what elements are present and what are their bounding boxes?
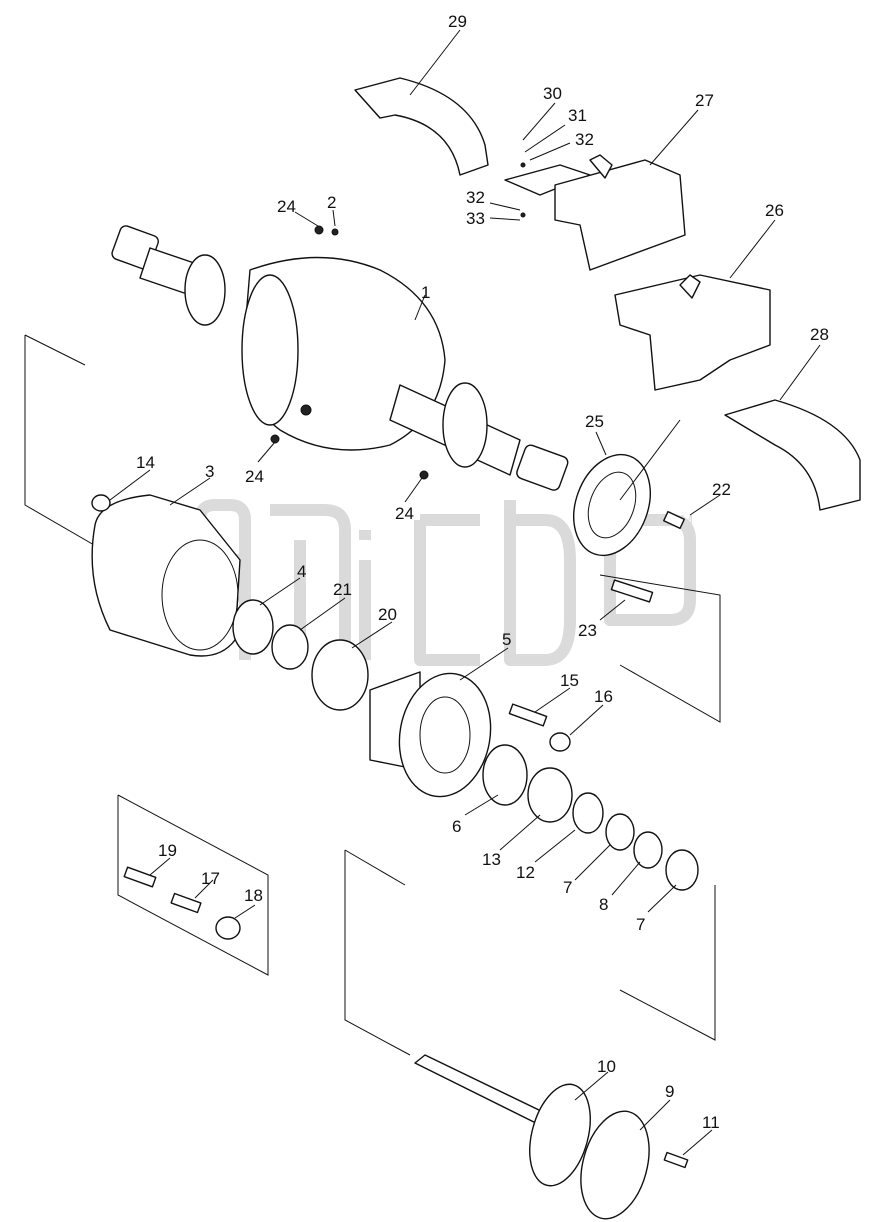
part-nut-7a	[605, 813, 635, 851]
callout-8: 8	[599, 895, 608, 914]
callout-24c: 24	[395, 504, 414, 523]
part-fender-bracket	[614, 274, 771, 391]
callout-11: 11	[702, 1113, 720, 1132]
callout-3: 3	[205, 462, 214, 481]
part-seal	[232, 599, 274, 655]
part-wheel-nut	[549, 732, 571, 752]
callout-5: 5	[502, 630, 511, 649]
callout-7a: 7	[563, 878, 572, 897]
callout-22: 22	[712, 480, 731, 499]
part-washer-12	[572, 792, 604, 834]
callout-21: 21	[333, 580, 352, 599]
part-nut-18	[215, 916, 241, 940]
callout-12: 12	[516, 863, 535, 882]
part-washer-13	[527, 767, 573, 823]
callout-24a: 24	[277, 197, 296, 216]
callout-26: 26	[765, 201, 784, 220]
callout-33: 33	[466, 209, 485, 228]
callout-23: 23	[578, 621, 597, 640]
callout-32a: 32	[575, 130, 594, 149]
part-stud-19	[123, 866, 157, 888]
part-stud-17	[170, 892, 202, 914]
callout-28: 28	[810, 325, 829, 344]
part-ring	[271, 624, 309, 670]
part-bolt-22	[663, 510, 685, 530]
callout-32b: 32	[466, 188, 485, 207]
callout-2: 2	[327, 193, 336, 212]
part-wheel-hub	[369, 671, 492, 798]
part-axle-shaft	[414, 1054, 689, 1220]
callout-18: 18	[244, 886, 263, 905]
callout-31: 31	[568, 106, 587, 125]
part-nut-14	[91, 494, 111, 512]
part-bearing-inner	[311, 639, 369, 711]
callout-16: 16	[594, 687, 613, 706]
part-bolt-23	[610, 579, 654, 603]
callout-24b: 24	[245, 467, 264, 486]
callout-6: 6	[452, 817, 461, 836]
callout-27: 27	[695, 91, 714, 110]
callout-7b: 7	[636, 915, 645, 934]
part-bearing-outer	[482, 744, 528, 806]
part-mud-flap-bracket	[504, 154, 686, 271]
callout-19: 19	[158, 841, 177, 860]
part-brake-assembly	[573, 419, 681, 557]
callout-20: 20	[378, 605, 397, 624]
leader-lines	[109, 29, 821, 1156]
callout-14: 14	[136, 453, 155, 472]
callout-1: 1	[421, 283, 430, 302]
callout-17: 17	[201, 869, 220, 888]
callout-30: 30	[543, 84, 562, 103]
callout-25: 25	[585, 412, 604, 431]
callout-15: 15	[560, 671, 579, 690]
part-axle-housing	[111, 225, 569, 491]
callouts: 1 2 3 4 5 6 7 7 8 9 10 11 12 13 14 15 16…	[136, 12, 829, 1132]
callout-9: 9	[665, 1082, 674, 1101]
part-brake-spider	[91, 494, 241, 657]
callout-4: 4	[297, 562, 306, 581]
callout-10: 10	[597, 1057, 616, 1076]
part-wheel-stud	[508, 703, 548, 727]
part-fender-lower	[724, 399, 861, 511]
part-lockwasher-8	[633, 831, 663, 869]
callout-29: 29	[448, 12, 467, 31]
callout-13: 13	[482, 850, 501, 869]
part-fender-upper	[354, 77, 489, 176]
frame-lines	[24, 334, 721, 1056]
part-nut-7b	[665, 849, 699, 891]
hardware-dots	[270, 162, 526, 480]
